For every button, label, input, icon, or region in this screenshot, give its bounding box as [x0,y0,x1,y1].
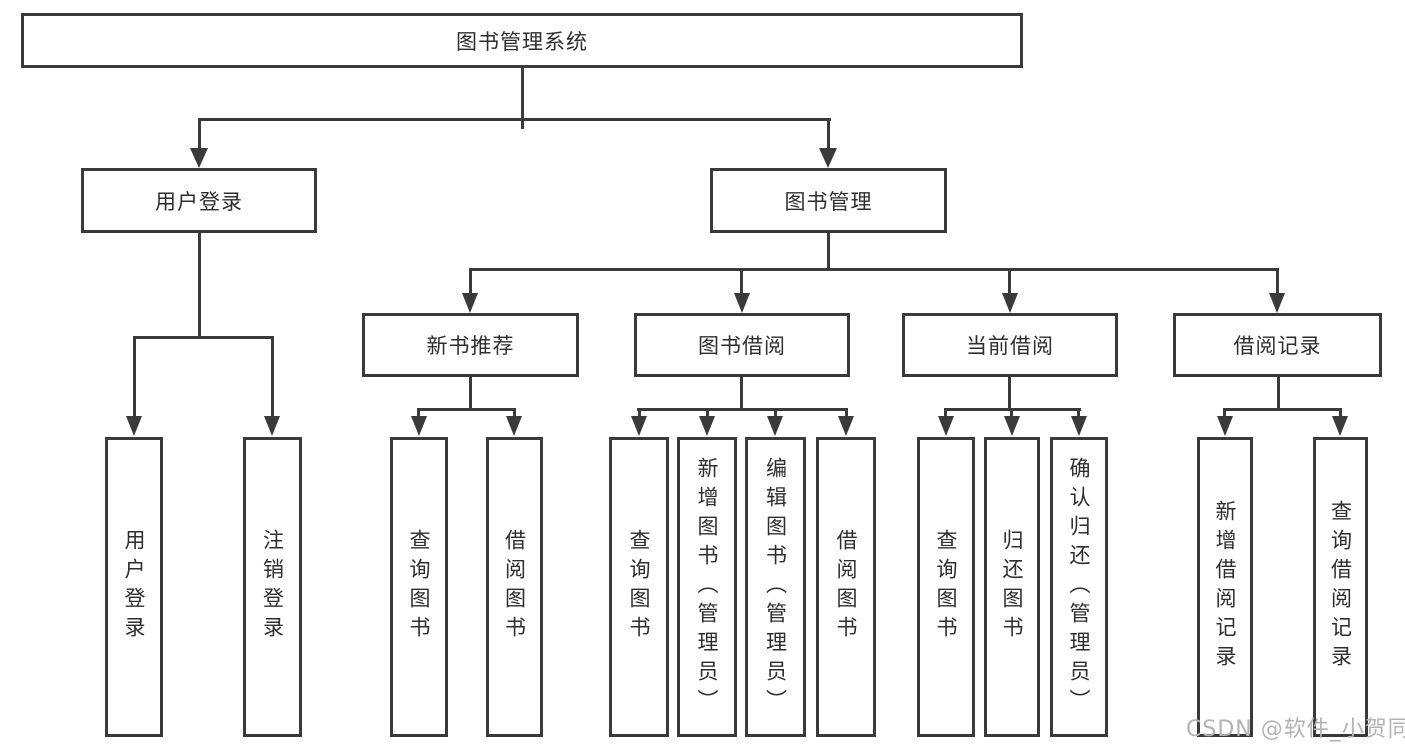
leaf-borrow-books-borrowing: 借阅图书 [816,437,876,737]
leaf-label: 查询图书 [407,529,431,645]
arrowhead-leaf-logout [264,416,280,436]
arrowhead-leaf-borrow-book [838,416,854,436]
leaf-add-book-admin: 新增图书（管理员） [677,437,737,737]
leaf-logout: 注销登录 [243,437,302,737]
arrowhead-leaf-return [1004,416,1020,436]
arrowhead-leaf-edit-book [767,416,783,436]
connector-root-stem [521,68,524,118]
arrowhead-book-management [819,148,837,168]
node-label: 借阅记录 [1233,334,1322,358]
leaf-label: 确认归还（管理员） [1067,456,1091,718]
csdn-watermark: CSDN @软件_小贺同学 [1186,717,1405,742]
connector-to-borrowing-records [1276,268,1279,293]
node-new-book-recommend: 新书推荐 [362,313,579,377]
arrowhead-leaf-query-borrowing [631,416,647,436]
leaf-label: 注销登录 [260,529,285,645]
connector-to-leaf-logout [271,336,274,416]
connector-recommend-stem [469,377,472,408]
connector-current-stem [1008,377,1011,408]
connector-to-leaf-edit-book [774,408,777,417]
connector-user-login-hbar [133,336,274,339]
connector-to-leaf-add-record [1223,408,1226,417]
node-library-management-system: 图书管理系统 [21,13,1023,68]
leaf-return-books: 归还图书 [984,437,1040,737]
leaf-label: 新增图书（管理员） [695,456,719,718]
connector-root-stub [521,121,524,129]
leaf-add-borrow-record: 新增借阅记录 [1197,437,1253,737]
connector-to-leaf-query-borrowing [638,408,641,417]
connector-root-hbar [198,118,831,121]
node-borrowing-records: 借阅记录 [1173,313,1382,377]
connector-records-stem [1277,377,1280,408]
connector-recommend-hbar [417,408,516,411]
connector-borrowing-stem [740,377,743,408]
leaf-label: 新增借阅记录 [1213,500,1237,674]
arrowhead-leaf-query-current [938,416,954,436]
connector-records-hbar [1223,408,1342,411]
leaf-label: 查询借阅记录 [1328,500,1353,674]
node-label: 图书借阅 [698,334,786,358]
leaf-label: 查询图书 [627,529,651,645]
connector-to-leaf-query-record [1339,408,1342,417]
arrowhead-new-book-recommend [462,293,478,313]
node-book-borrowing: 图书借阅 [634,313,850,377]
connector-user-login-stem [198,233,201,336]
node-label: 图书管理 [784,189,873,214]
arrowhead-user-login [190,148,208,168]
node-label: 用户登录 [155,189,243,214]
arrowhead-leaf-borrow-recommend [506,416,522,436]
arrowhead-leaf-add-record [1217,416,1233,436]
leaf-query-books-recommend: 查询图书 [390,437,448,737]
arrowhead-leaf-query-record [1332,416,1348,436]
leaf-query-books-borrowing: 查询图书 [609,437,669,737]
connector-to-book-borrowing [740,268,743,293]
arrowhead-current-borrowing [1002,293,1018,313]
leaf-label: 借阅图书 [502,529,527,645]
leaf-query-borrow-record: 查询借阅记录 [1313,437,1368,737]
leaf-label: 归还图书 [1000,529,1024,645]
connector-book-management-hbar [469,268,1278,271]
arrowhead-leaf-query-recommend [411,416,427,436]
connector-borrowing-hbar [637,408,847,411]
node-label: 图书管理系统 [456,29,588,54]
connector-to-leaf-borrow-book [845,408,848,417]
arrowhead-borrowing-records [1269,293,1285,313]
node-label: 当前借阅 [966,334,1054,358]
leaf-label: 借阅图书 [834,529,858,645]
arrowhead-leaf-confirm-return [1071,416,1087,436]
connector-to-leaf-query-recommend [417,408,420,417]
leaf-label: 查询图书 [934,529,958,645]
connector-to-new-book-recommend [469,268,472,293]
node-current-borrowing: 当前借阅 [902,313,1118,377]
node-user-login: 用户登录 [81,168,317,233]
connector-to-leaf-add-book [706,408,709,417]
leaf-query-books-current: 查询图书 [917,437,975,737]
leaf-borrow-books-recommend: 借阅图书 [486,437,543,737]
connector-to-user-login [198,118,201,150]
arrowhead-book-borrowing [734,293,750,313]
connector-book-management-stem [827,233,830,268]
connector-to-book-management [827,118,830,150]
leaf-edit-book-admin: 编辑图书（管理员） [745,437,806,737]
leaf-label: 编辑图书（管理员） [763,456,788,718]
arrowhead-leaf-add-book [699,416,715,436]
connector-to-current-borrowing [1008,268,1011,293]
connector-to-leaf-query-current [944,408,947,417]
arrowhead-leaf-user-login [126,416,142,436]
leaf-label: 用户登录 [122,529,146,645]
node-label: 新书推荐 [426,334,515,358]
leaf-confirm-return-admin: 确认归还（管理员） [1050,437,1108,737]
connector-to-leaf-borrow-recommend [513,408,516,417]
node-book-management: 图书管理 [710,168,947,233]
connector-to-leaf-return [1010,408,1013,417]
connector-to-leaf-user-login [133,336,136,416]
connector-to-leaf-confirm-return [1077,408,1080,417]
leaf-user-login: 用户登录 [105,437,163,737]
